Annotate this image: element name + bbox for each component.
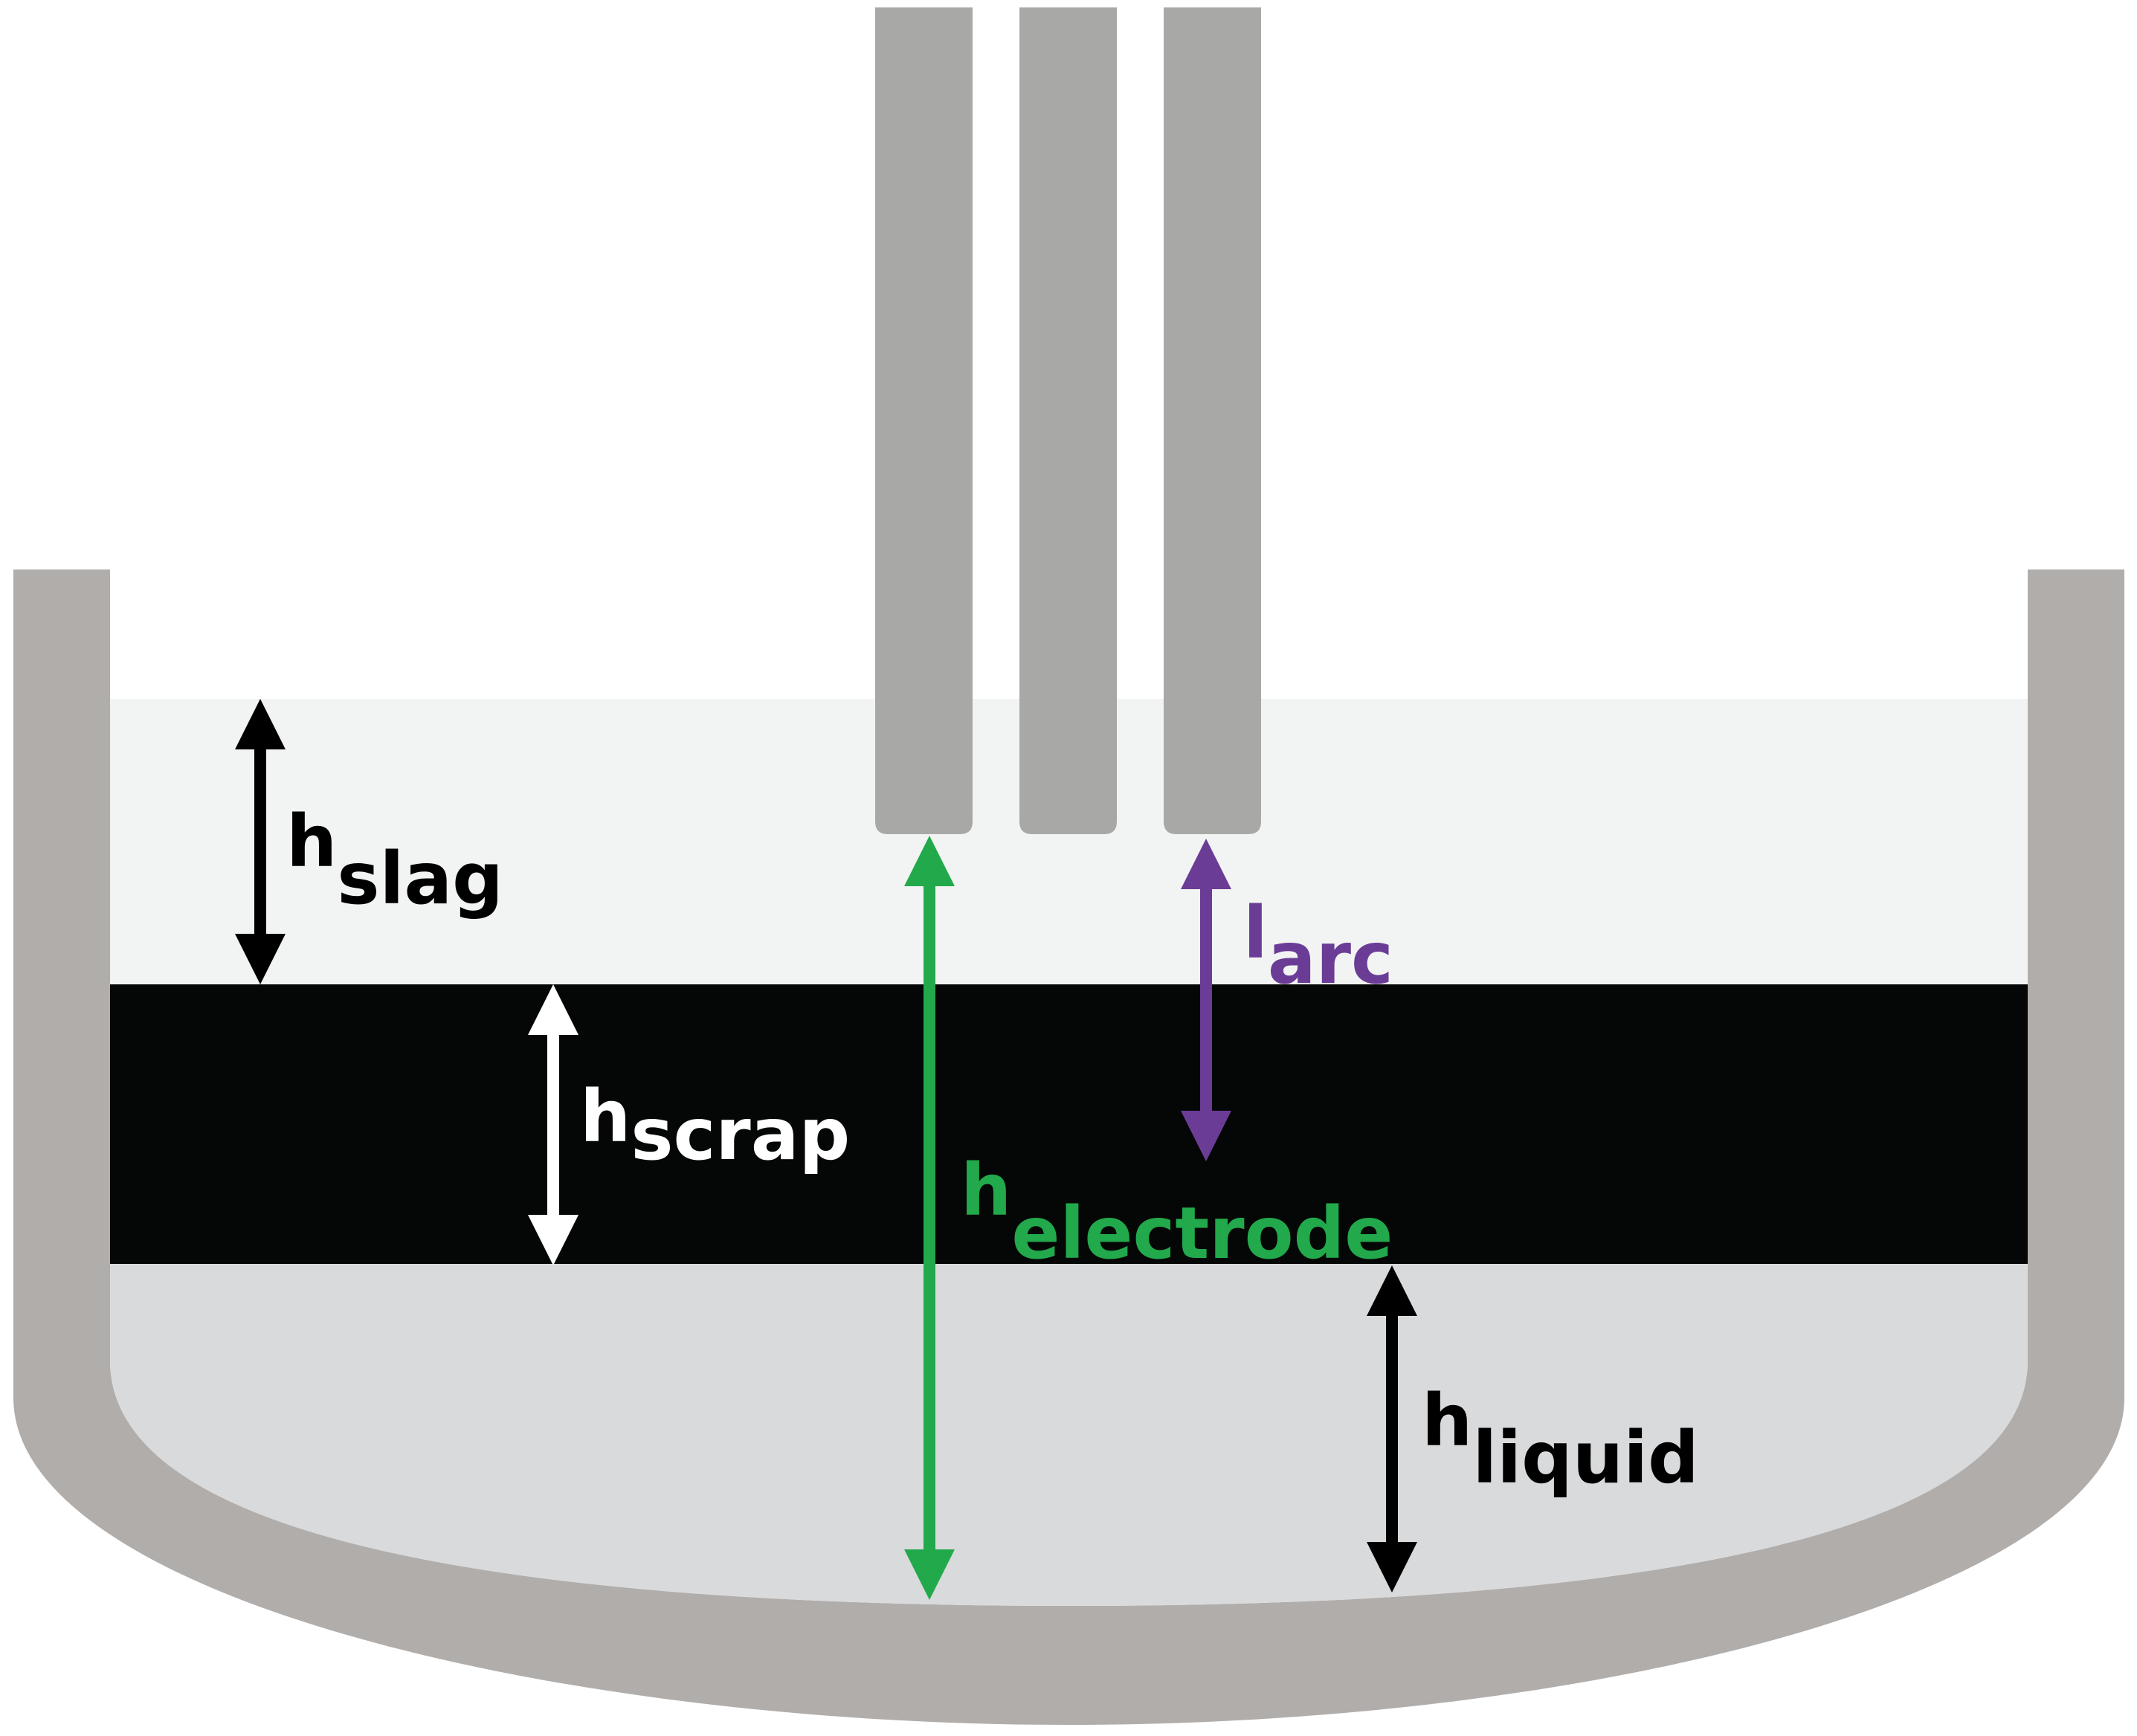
liquid-height-label: hliquid <box>1422 1379 1699 1500</box>
electrode-height-arrow <box>904 836 955 1600</box>
electrode-height-label: helectrode <box>961 1149 1393 1275</box>
vessel-interior <box>110 558 2028 1606</box>
scrap-height-arrow <box>528 984 578 1265</box>
liquid-layer <box>110 1264 2028 1606</box>
arc-length-arrow <box>1181 839 1231 1161</box>
slag-height-arrow <box>235 699 286 984</box>
scrap-layer <box>110 984 2028 1265</box>
electrodes <box>875 7 1261 834</box>
scrap-height-label: hscrap <box>580 1075 850 1176</box>
arc-length-label: larc <box>1243 891 1393 1000</box>
electrode-2 <box>1019 7 1117 834</box>
liquid-height-arrow <box>1367 1265 1417 1593</box>
electrode-3 <box>1164 7 1261 834</box>
electrode-1 <box>875 7 973 834</box>
slag-height-label: hslag <box>286 800 503 920</box>
